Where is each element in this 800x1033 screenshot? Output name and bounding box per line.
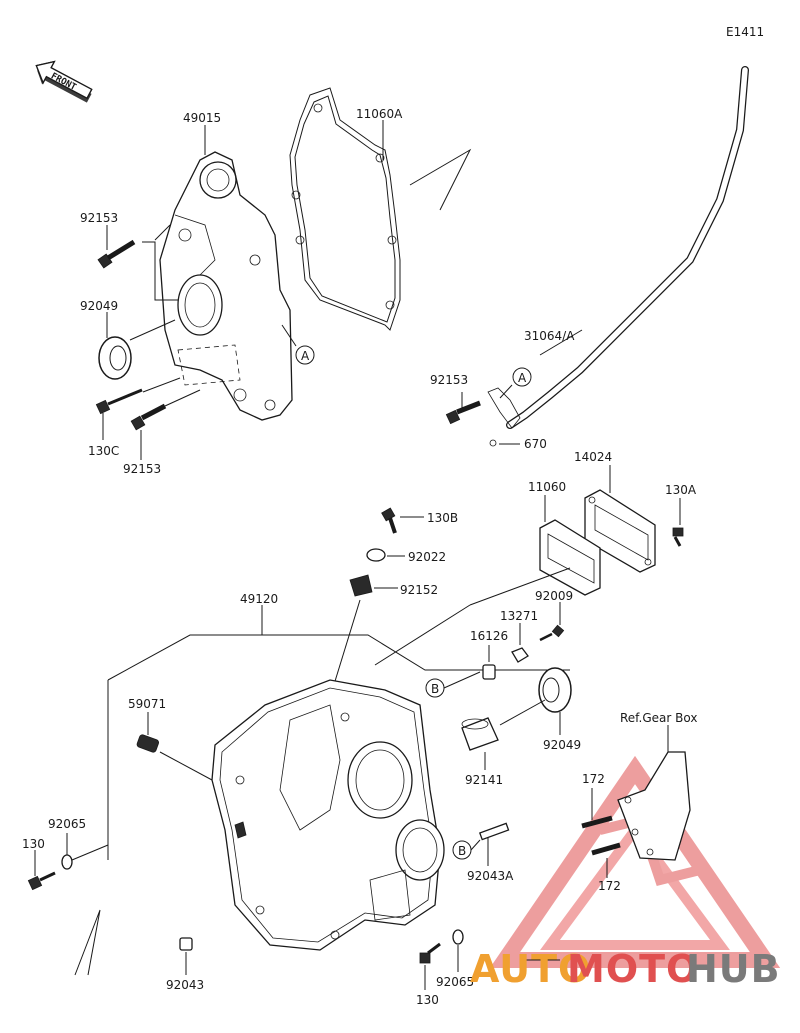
leader-92065-a-b bbox=[71, 844, 109, 861]
label-92153-a: 92153 bbox=[80, 211, 118, 225]
bolt-130-b bbox=[419, 942, 441, 964]
label-130-b: 130 bbox=[416, 993, 439, 1007]
label-130-a: 130 bbox=[22, 837, 45, 851]
screw-92009 bbox=[539, 624, 565, 642]
crankcase-cover-49015 bbox=[159, 151, 293, 421]
stud-172-a bbox=[581, 815, 613, 829]
ref-circle-a-2: A bbox=[512, 367, 532, 387]
label-92141: 92141 bbox=[465, 773, 503, 787]
label-92152: 92152 bbox=[400, 583, 438, 597]
leader-ref-b-1 bbox=[443, 671, 481, 689]
label-92153-b: 92153 bbox=[123, 462, 161, 476]
label-92009: 92009 bbox=[535, 589, 573, 603]
crankcase-49120 bbox=[211, 679, 445, 951]
watermark-text: AUTO MOTO HUB bbox=[470, 947, 781, 991]
dipstick-tube-31064A bbox=[487, 66, 749, 429]
exploded-corner bbox=[74, 909, 101, 976]
gasket-11060 bbox=[539, 519, 601, 596]
label-92043A: 92043A bbox=[467, 869, 514, 883]
label-130A: 130A bbox=[665, 483, 697, 497]
label-130B: 130B bbox=[427, 511, 458, 525]
cap-92152 bbox=[349, 574, 373, 597]
leader-ref-b-2 bbox=[470, 839, 481, 851]
label-13271: 13271 bbox=[500, 609, 538, 623]
bolt-92153-c bbox=[445, 400, 481, 425]
diagram-code: E1411 bbox=[726, 25, 764, 39]
pin-92043A bbox=[478, 822, 510, 841]
gear-box-bracket bbox=[617, 751, 691, 861]
label-172-b: 172 bbox=[598, 879, 621, 893]
label-670: 670 bbox=[524, 437, 547, 451]
label-14024: 14024 bbox=[574, 450, 612, 464]
label-59071: 59071 bbox=[128, 697, 166, 711]
exploded-line-gasket-2 bbox=[374, 604, 471, 666]
svg-text:B: B bbox=[431, 682, 439, 696]
watermark-auto: AUTO bbox=[470, 947, 591, 991]
dowel-92043 bbox=[179, 937, 193, 951]
label-49120: 49120 bbox=[240, 592, 278, 606]
bearing-92141 bbox=[461, 717, 499, 751]
label-172-a: 172 bbox=[582, 772, 605, 786]
watermark-moto: MOTO bbox=[567, 947, 699, 991]
label-92065-b: 92065 bbox=[436, 975, 474, 989]
leader-lines-upper bbox=[102, 120, 583, 460]
label-92049-a: 92049 bbox=[80, 299, 118, 313]
label-92043: 92043 bbox=[166, 978, 204, 992]
o-ring-670 bbox=[489, 439, 497, 447]
label-49015: 49015 bbox=[183, 111, 221, 125]
bolt-130B bbox=[381, 507, 397, 534]
svg-text:A: A bbox=[518, 371, 527, 385]
stud-172-b bbox=[591, 842, 621, 856]
washer-92065-b bbox=[452, 929, 464, 945]
bolt-130C bbox=[95, 388, 143, 415]
nut-13271 bbox=[511, 647, 529, 663]
label-16126: 16126 bbox=[470, 629, 508, 643]
bushing-16126 bbox=[482, 664, 496, 680]
label-11060A: 11060A bbox=[356, 107, 403, 121]
washer-92065-a bbox=[61, 854, 73, 870]
bolt-130-a bbox=[27, 871, 56, 891]
ref-circle-b-1: B bbox=[425, 678, 445, 698]
dowel-59071 bbox=[136, 734, 160, 753]
svg-text:B: B bbox=[458, 844, 466, 858]
label-92153-c: 92153 bbox=[430, 373, 468, 387]
front-arrow-icon: FRONT bbox=[35, 60, 93, 103]
oil-seal-92049-b bbox=[538, 667, 572, 713]
label-92065-a: 92065 bbox=[48, 817, 86, 831]
bolt-92153-b bbox=[130, 403, 167, 431]
exploded-bracket bbox=[409, 148, 472, 211]
exploded-line-gasket bbox=[469, 567, 571, 606]
label-31064A: 31064/A bbox=[524, 329, 575, 343]
bolt-130A bbox=[672, 527, 684, 547]
washer-92022 bbox=[366, 548, 386, 562]
label-130C: 130C bbox=[88, 444, 119, 458]
ref-gear-box-label: Ref.Gear Box bbox=[620, 711, 697, 725]
exploded-bracket-main bbox=[107, 634, 570, 681]
leader-92141-b bbox=[499, 699, 546, 726]
label-92022: 92022 bbox=[408, 550, 446, 564]
label-92049-b: 92049 bbox=[543, 738, 581, 752]
oil-seal-92049-a bbox=[98, 336, 132, 380]
bolt-92153-a bbox=[97, 239, 136, 269]
label-11060: 11060 bbox=[528, 480, 566, 494]
gasket-11060A bbox=[289, 87, 401, 331]
leader-59071-b bbox=[159, 751, 213, 781]
svg-text:A: A bbox=[301, 349, 310, 363]
ref-circle-a-1: A bbox=[295, 345, 315, 365]
ref-circle-b-2: B bbox=[452, 840, 472, 860]
watermark-hub: HUB bbox=[686, 947, 781, 991]
